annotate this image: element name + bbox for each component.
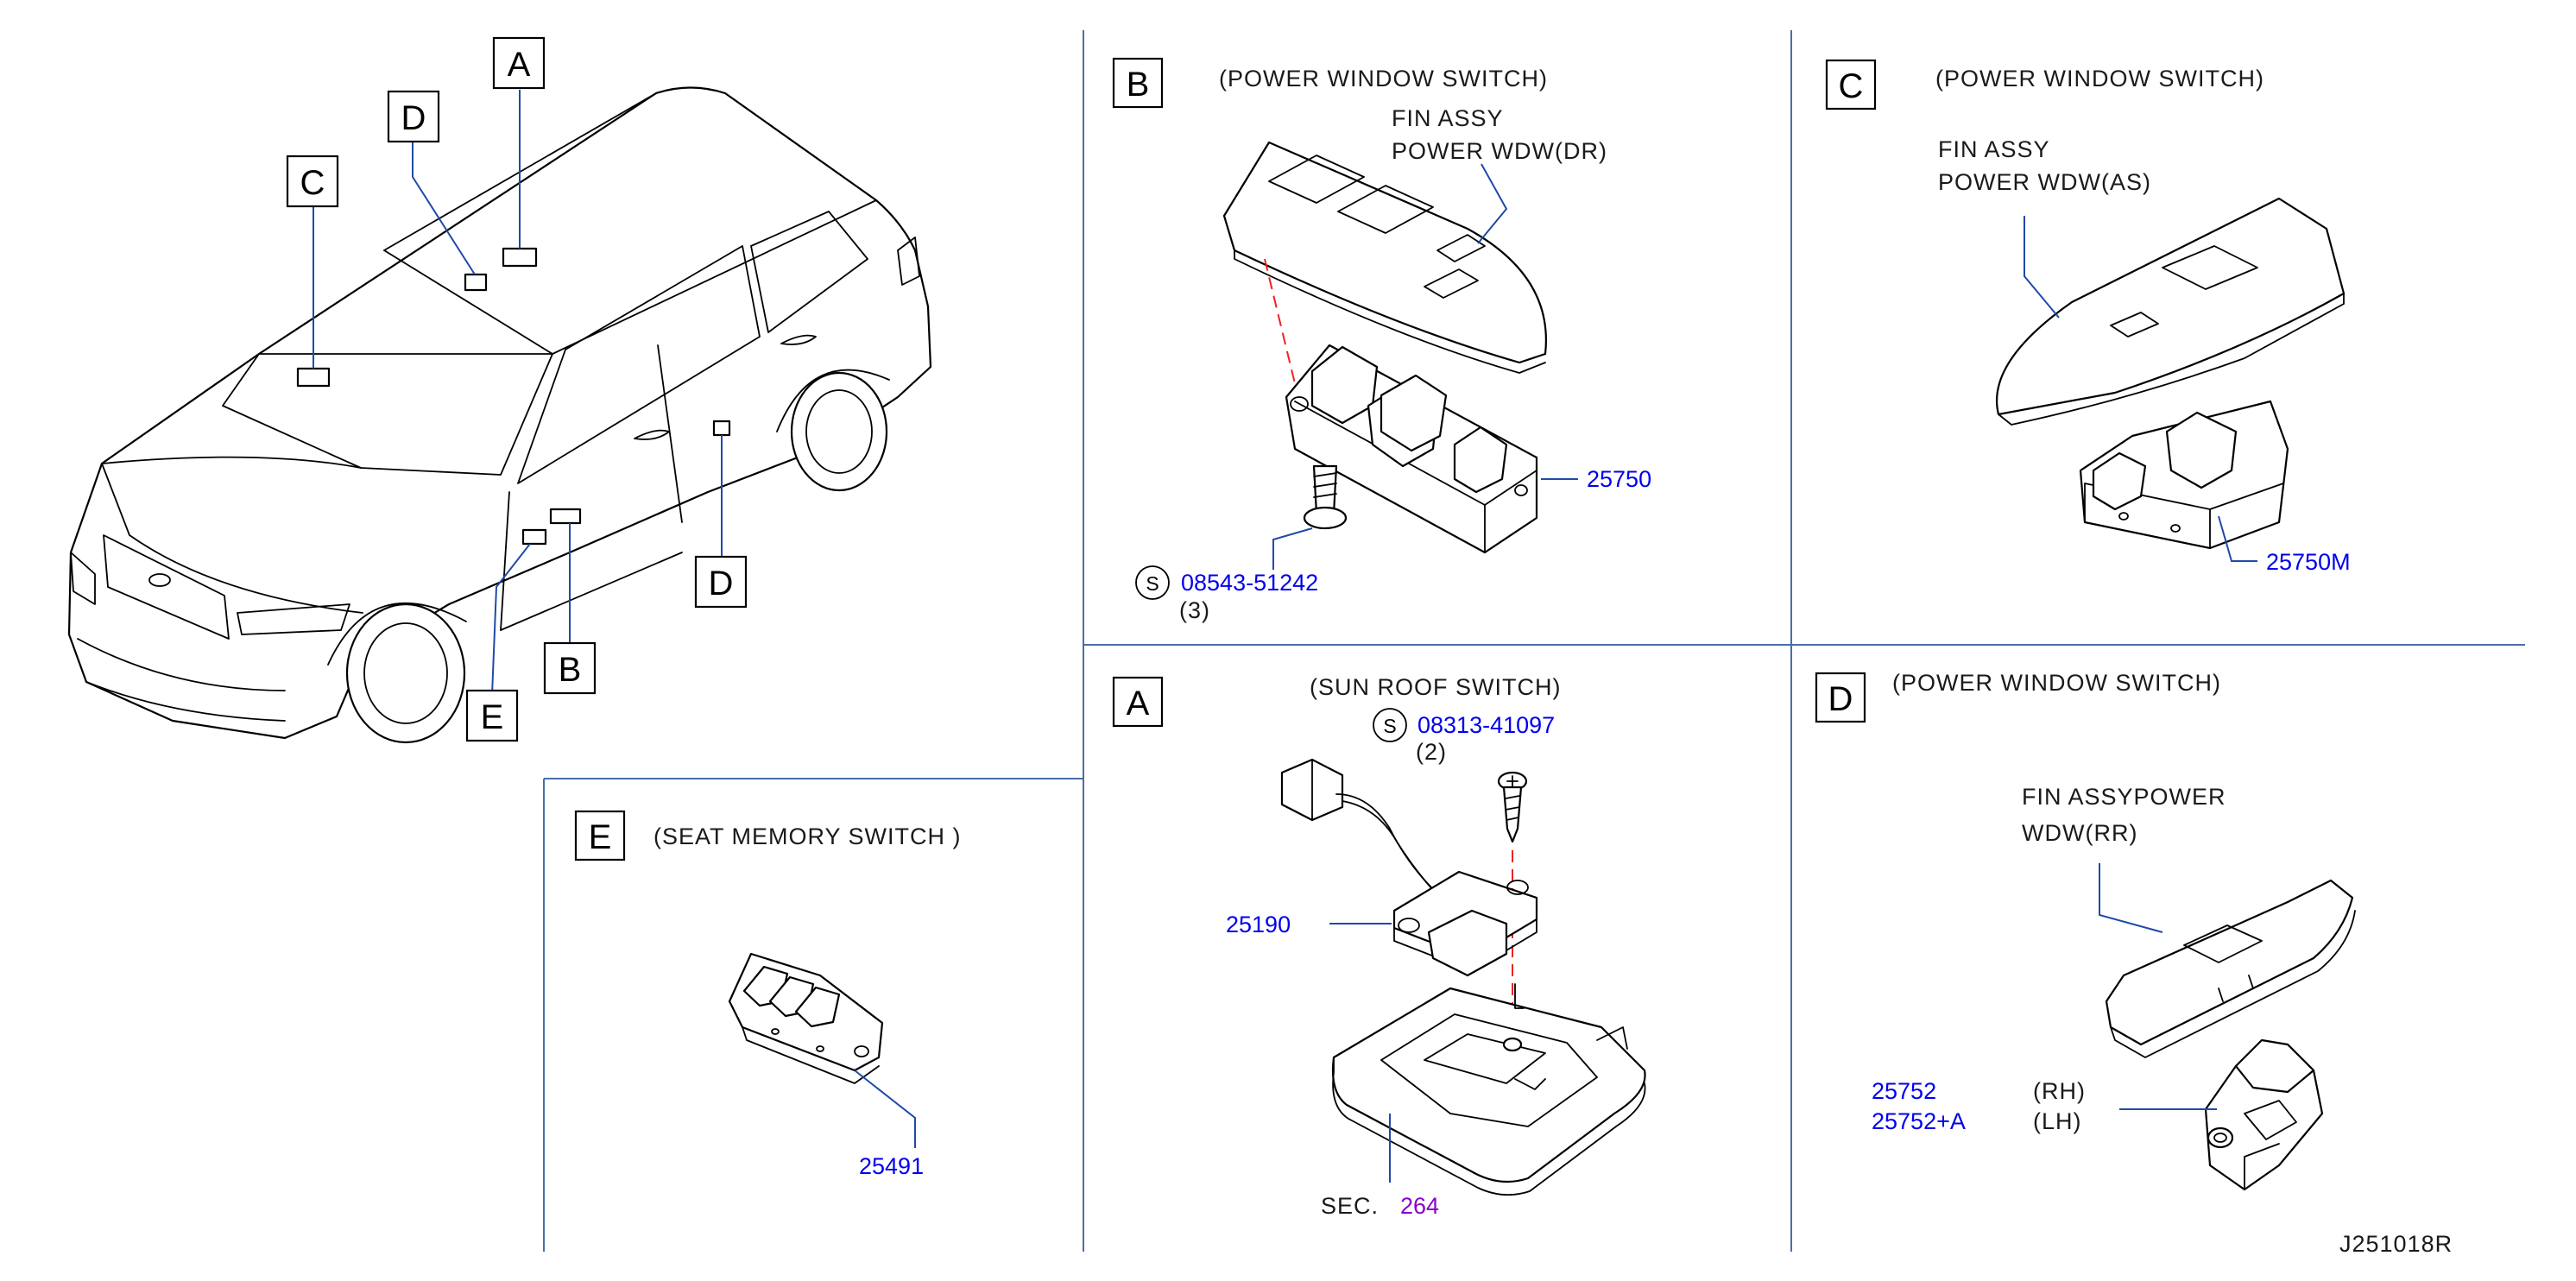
section-reference-264: 264 (1400, 1193, 1439, 1219)
panel-a-screw-circle (1373, 708, 1407, 742)
part-number-25752: 25752 (1872, 1078, 1936, 1104)
panel-d-letter: D (1828, 680, 1853, 718)
panel-b-title: (POWER WINDOW SWITCH) (1219, 66, 1548, 92)
vehicle-drawing (67, 86, 932, 744)
panel-d-name-line1: FIN ASSYPOWER (2022, 784, 2226, 810)
panel-e: E (SEAT MEMORY SWITCH ) 25491 (574, 810, 962, 1179)
svg-text:B: B (559, 651, 582, 689)
rear-window-switch-assembly (2204, 1038, 2324, 1191)
callout-a: A (492, 36, 546, 90)
svg-text:C: C (300, 164, 325, 202)
driver-window-switch-finisher (1222, 141, 1547, 374)
panel-c-name-line1: FIN ASSY (1938, 136, 2050, 162)
svg-text:D: D (401, 99, 426, 137)
panel-a-screw-symbol: S (1383, 715, 1396, 737)
passenger-window-switch-finisher (1995, 197, 2346, 426)
panel-a-letter: A (1127, 685, 1150, 723)
driver-window-switch-assembly (1285, 344, 1538, 554)
part-number-25190: 25190 (1226, 912, 1291, 937)
part-number-25750M: 25750M (2266, 549, 2351, 575)
svg-text:E: E (481, 698, 504, 736)
part-number-25750: 25750 (1587, 466, 1651, 492)
part-number-25752-A: 25752+A (1872, 1108, 1966, 1134)
panel-e-title: (SEAT MEMORY SWITCH ) (653, 824, 962, 849)
panel-a: A (SUN ROOF SWITCH) S 08313-41097 (2) 25 (1112, 674, 1646, 1219)
part-number-25491: 25491 (859, 1153, 924, 1179)
panel-b-name-line1: FIN ASSY (1392, 105, 1504, 131)
figure-code: J251018R (2339, 1231, 2453, 1257)
passenger-window-switch-assembly (2079, 400, 2289, 550)
vehicle-overview: C D A D B E (67, 36, 932, 744)
callout-c: C (286, 155, 339, 208)
rear-window-switch-finisher (2105, 879, 2356, 1058)
panel-c-letter: C (1839, 67, 1864, 105)
driver-switch-screw (1303, 464, 1348, 530)
panel-c: C (POWER WINDOW SWITCH) FIN ASSY POWER W… (1825, 59, 2351, 575)
sunroof-switch-body (1392, 870, 1538, 977)
panel-e-letter: E (589, 818, 612, 856)
panel-d-title: (POWER WINDOW SWITCH) (1892, 670, 2221, 696)
svg-text:D: D (709, 565, 734, 603)
panel-d-name-line2: WDW(RR) (2022, 820, 2137, 846)
panel-b-letter-box (1112, 57, 1164, 109)
panel-d: D (POWER WINDOW SWITCH) FIN ASSYPOWER WD… (1815, 670, 2356, 1191)
sunroof-screw (1497, 771, 1528, 843)
part-number-08313-41097: 08313-41097 (1417, 712, 1555, 738)
callout-leaders (313, 90, 723, 696)
section-reference-label: SEC. (1321, 1193, 1379, 1219)
panel-a-title: (SUN ROOF SWITCH) (1310, 674, 1561, 700)
panel-d-letter-box (1815, 672, 1866, 723)
panel-b: B (POWER WINDOW SWITCH) FIN ASSY POWER W… (1112, 57, 1651, 623)
panel-d-lh-label: (LH) (2033, 1108, 2082, 1134)
sunroof-mounting-bracket (1331, 983, 1646, 1196)
callout-b: B (543, 641, 597, 695)
callout-e: E (465, 689, 519, 742)
callout-d-door: D (694, 555, 748, 609)
panel-b-letter: B (1127, 66, 1150, 104)
panel-c-name-line2: POWER WDW(AS) (1938, 169, 2151, 195)
svg-text:A: A (508, 46, 531, 84)
screw-symbol-circle (1135, 565, 1170, 600)
seat-memory-switch (728, 952, 884, 1084)
panel-c-title: (POWER WINDOW SWITCH) (1935, 66, 2264, 92)
panel-c-letter-box (1825, 59, 1877, 110)
panel-b-name-line2: POWER WDW(DR) (1392, 138, 1607, 164)
part-number-08543-51242: 08543-51242 (1181, 570, 1318, 596)
panel-a-screw-qty: (2) (1416, 739, 1447, 765)
panel-b-screw-symbol: S (1146, 572, 1159, 595)
panel-dividers (543, 30, 2525, 1252)
panel-a-letter-box (1112, 676, 1164, 728)
panel-d-rh-label: (RH) (2033, 1078, 2086, 1104)
sunroof-switch-connector (1280, 758, 1441, 899)
panel-e-letter-box (574, 810, 626, 861)
panel-b-screw-qty: (3) (1179, 597, 1210, 623)
callout-d-top: D (387, 90, 440, 143)
